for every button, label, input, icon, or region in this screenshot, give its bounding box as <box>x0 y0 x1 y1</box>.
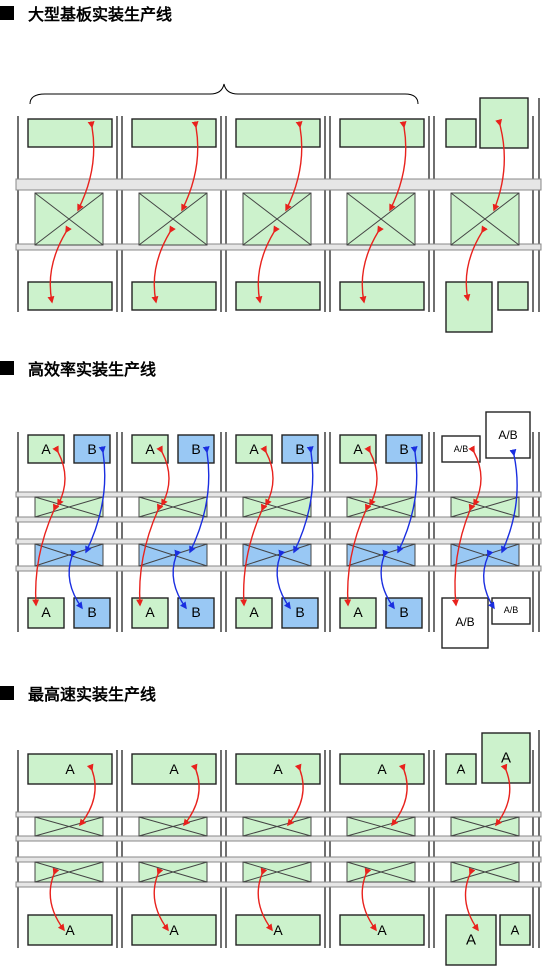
placement-table-front <box>243 817 311 836</box>
feeder-cart-bottom <box>446 282 492 332</box>
feeder-block-top <box>28 119 112 147</box>
placement-table-a <box>35 497 103 517</box>
placement-table-rear <box>347 862 415 882</box>
placement-table-b <box>243 544 311 566</box>
feeder-label-b: B <box>191 441 200 457</box>
feeder-label-a: A <box>41 441 51 457</box>
feeder-block-bottom <box>28 282 112 310</box>
conveyor-rail <box>16 539 541 544</box>
feeder-label-a: A <box>249 441 259 457</box>
feeder-label-a: A <box>377 761 387 777</box>
placement-table-a <box>139 497 207 517</box>
placement-table-rear <box>243 862 311 882</box>
conveyor-rail <box>16 857 541 862</box>
feeder-label-a: A <box>377 922 387 938</box>
feeder-label-a: A <box>273 922 283 938</box>
placement-table <box>347 193 415 245</box>
feeder-label-a: A <box>501 750 511 767</box>
conveyor-rail <box>16 566 541 571</box>
feeder-block-top <box>236 119 320 147</box>
feeder-label-ab: A/B <box>455 615 474 629</box>
high-efficiency-line: A B A B A B A B A B A B A B A B A/B A/B A/B A/B <box>16 412 541 648</box>
feeder-label-a: A <box>145 604 155 620</box>
placement-table-front <box>347 817 415 836</box>
feeder-block-bottom <box>498 282 528 310</box>
large-board-line <box>16 84 541 332</box>
brace-icon <box>30 84 418 104</box>
conveyor-rail <box>16 492 541 497</box>
placement-table <box>139 193 207 245</box>
feeder-label-b: B <box>87 604 96 620</box>
feeder-label-b: B <box>191 604 200 620</box>
high-speed-line: A A A A A A A A A A A A <box>16 730 541 965</box>
feeder-label-b: B <box>295 604 304 620</box>
feeder-block-top <box>132 119 216 147</box>
placement-table-a <box>451 497 519 517</box>
feeder-label-b: B <box>87 441 96 457</box>
placement-table-front <box>451 817 519 836</box>
feeder-label-a: A <box>169 922 179 938</box>
feeder-block-bottom <box>236 282 320 310</box>
placement-table-front <box>35 817 103 836</box>
feeder-label-b: B <box>399 441 408 457</box>
placement-table-rear <box>35 862 103 882</box>
placement-table-b <box>139 544 207 566</box>
feeder-block-bottom <box>132 282 216 310</box>
feeder-label-a: A <box>249 604 259 620</box>
feeder-label-a: A <box>41 604 51 620</box>
feeder-label-b: B <box>295 441 304 457</box>
placement-table-rear <box>451 862 519 882</box>
placement-table-b <box>347 544 415 566</box>
feeder-label-b: B <box>399 604 408 620</box>
placement-table-b <box>35 544 103 566</box>
conveyor-rail <box>16 812 541 817</box>
conveyor-rail <box>16 517 541 522</box>
feeder-label-a: A <box>65 922 75 938</box>
placement-table-front <box>139 817 207 836</box>
feeder-label-a: A <box>273 761 283 777</box>
feeder-label-a: A <box>169 761 179 777</box>
feeder-label-ab: A/B <box>504 605 519 615</box>
feeder-block-bottom <box>340 282 424 310</box>
feeder-label-a: A <box>511 923 520 938</box>
feeder-block-top <box>446 119 476 147</box>
conveyor-rail <box>16 179 541 190</box>
feeder-label-ab: A/B <box>454 444 469 454</box>
placement-table-a <box>347 497 415 517</box>
placement-table-a <box>243 497 311 517</box>
feeder-label-a: A <box>457 762 466 777</box>
placement-table <box>35 193 103 245</box>
placement-table <box>243 193 311 245</box>
feeder-cart-top <box>480 98 528 148</box>
feeder-label-a: A <box>65 761 75 777</box>
conveyor-rail <box>16 882 541 887</box>
feeder-label-a: A <box>353 441 363 457</box>
feeder-block-top <box>340 119 424 147</box>
feeder-label-a: A <box>466 932 476 949</box>
placement-table-rear <box>139 862 207 882</box>
placement-table <box>451 193 519 245</box>
feeder-label-a: A <box>145 441 155 457</box>
feeder-label-a: A <box>353 604 363 620</box>
conveyor-rail <box>16 836 541 841</box>
feeder-label-ab: A/B <box>498 428 517 442</box>
